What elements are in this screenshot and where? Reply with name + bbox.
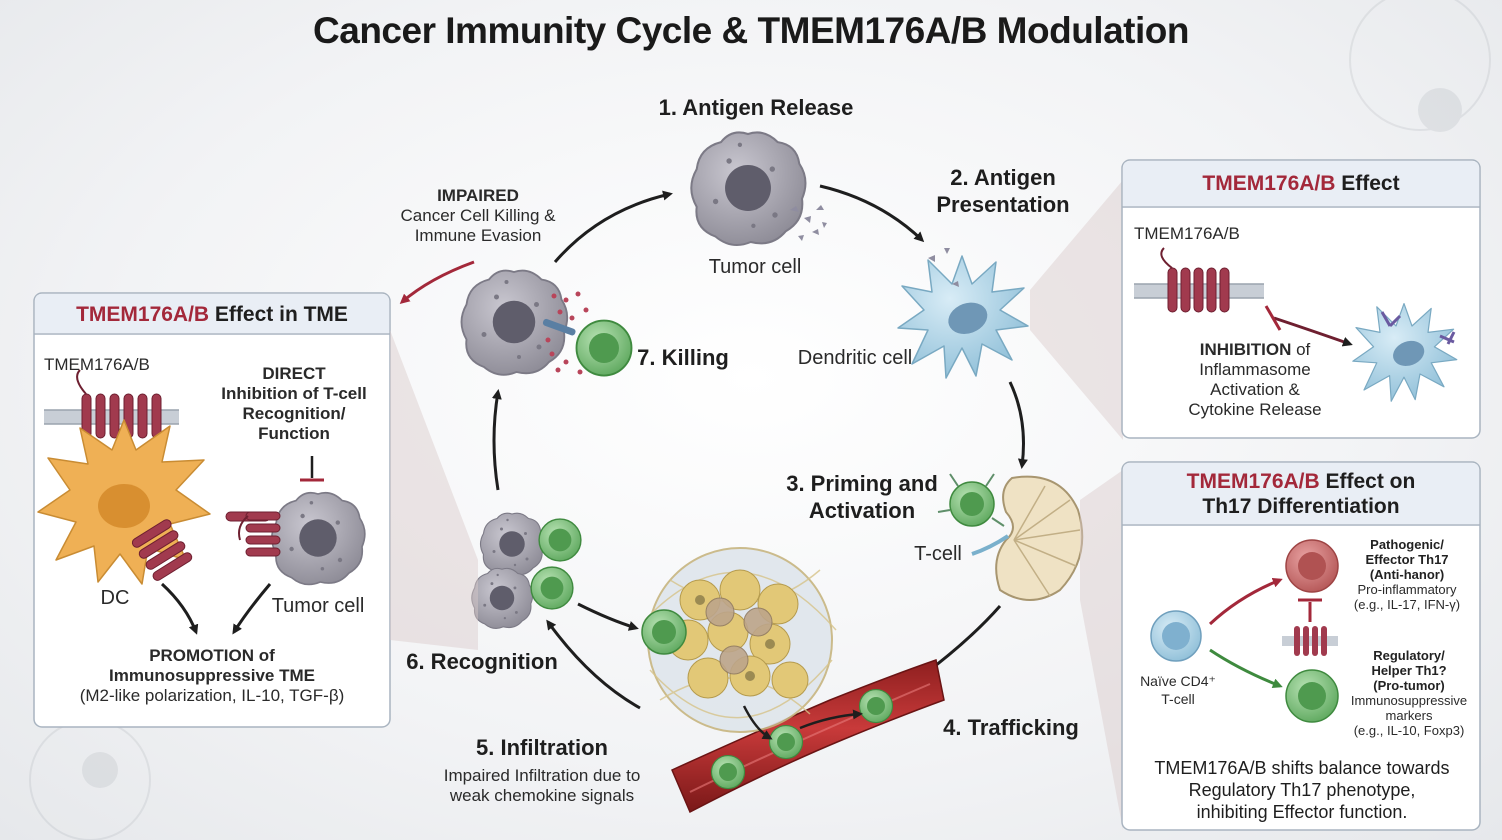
step-2-line1: 2. Antigen: [950, 165, 1056, 190]
impaired-line2: Cancer Cell Killing &: [400, 206, 556, 225]
t-cell-killing: [575, 319, 633, 377]
summary-line2: Regulatory Th17 phenotype,: [1188, 780, 1416, 800]
step-6-label: 6. Recognition: [406, 649, 558, 674]
direct-line1: DIRECT: [262, 364, 326, 383]
tme-panel-title-rest: Effect in TME: [209, 303, 348, 326]
tme-panel-title: TMEM176A/B Effect in TME: [34, 302, 390, 327]
naive-line2: T-cell: [1161, 691, 1195, 707]
tme-tmem-label: TMEM176A/B: [44, 355, 150, 374]
th17-panel-title: TMEM176A/B Effect on Th17 Differentiatio…: [1122, 469, 1480, 519]
tme-tumor-cell: [270, 491, 366, 586]
promotion-line2: Immunosuppressive TME: [109, 666, 315, 685]
step-7-label: 7. Killing: [637, 345, 729, 370]
direct-line3: Recognition/: [242, 404, 346, 423]
effector-th17-cell: [1285, 539, 1339, 593]
summary-line1: TMEM176A/B shifts balance towards: [1154, 758, 1450, 778]
effect-tmem-label: TMEM176A/B: [1134, 224, 1240, 243]
promotion-line1: PROMOTION of: [149, 646, 275, 665]
tumor-mass: [644, 547, 837, 733]
step-2-label: 2. Antigen Presentation: [908, 164, 1098, 218]
inhibition-note: INHIBITION of Inflammasome Activation & …: [1160, 340, 1350, 420]
tme-tumor-label: Tumor cell: [271, 595, 365, 617]
pathogenic-th17-note: Pathogenic/ Effector Th17 (Anti-hanor) P…: [1338, 537, 1476, 612]
direct-line2: Inhibition of T-cell: [221, 384, 367, 403]
tumor-cell-label: Tumor cell: [708, 256, 802, 278]
inhibition-rest: of: [1291, 340, 1311, 359]
pathogenic-line2: Effector Th17: [1365, 552, 1449, 567]
pathogenic-line5: (e.g., IL-17, IFN-γ): [1353, 597, 1461, 612]
regulatory-line3: (Pro-tumor): [1373, 678, 1445, 693]
step-3-line1: 3. Priming and: [786, 471, 938, 496]
effect-panel-title: TMEM176A/B Effect: [1122, 171, 1480, 196]
impaired-killing-note: IMPAIRED Cancer Cell Killing & Immune Ev…: [378, 186, 578, 246]
regulatory-line6: (e.g., IL-10, Foxp3): [1353, 723, 1465, 738]
regulatory-line1: Regulatory/: [1373, 648, 1445, 663]
regulatory-line4: Immunosuppressive: [1350, 693, 1468, 708]
inhibition-line4: Cytokine Release: [1188, 400, 1322, 419]
th17-summary: TMEM176A/B shifts balance towards Regula…: [1124, 757, 1480, 823]
step-5-label: 5. Infiltration: [476, 735, 608, 760]
dc-label: DC: [100, 587, 130, 609]
regulatory-line2: Helper Th1?: [1371, 663, 1447, 678]
step-4-label: 4. Trafficking: [943, 715, 1079, 740]
direct-inhibition-note: DIRECT Inhibition of T-cell Recognition/…: [200, 364, 388, 444]
th17-panel-title-line2: Th17 Differentiation: [1202, 495, 1400, 518]
dendritic-cell-label: Dendritic cell: [797, 347, 913, 369]
promotion-line3: (M2-like polarization, IL-10, TGF-β): [79, 686, 345, 705]
step-3-line2: Activation: [808, 498, 916, 523]
promotion-note: PROMOTION of Immunosuppressive TME (M2-l…: [40, 646, 384, 706]
naive-t-cell: [1150, 610, 1202, 662]
pathogenic-line4: Pro-inflammatory: [1357, 582, 1457, 597]
naive-t-cell-label: Naïve CD4⁺ T-cell: [1128, 672, 1228, 708]
lymph-node: [971, 475, 1084, 601]
infiltration-note-line2: weak chemokine signals: [449, 786, 635, 805]
infiltration-note: Impaired Infiltration due to weak chemok…: [412, 766, 672, 806]
impaired-line3: Immune Evasion: [414, 226, 542, 245]
step-3-label: 3. Priming and Activation: [772, 470, 952, 524]
infiltration-note-line1: Impaired Infiltration due to: [443, 766, 641, 785]
t-cell-priming: [937, 473, 1005, 527]
pathogenic-line3: (Anti-hanor): [1369, 567, 1445, 582]
inhibition-line3: Activation &: [1210, 380, 1300, 399]
pathogenic-line1: Pathogenic/: [1370, 537, 1444, 552]
regulatory-th17-note: Regulatory/ Helper Th1? (Pro-tumor) Immu…: [1338, 648, 1480, 738]
effect-dendritic-cell: [1352, 302, 1458, 402]
step-1-label: 1. Antigen Release: [658, 95, 854, 120]
regulatory-th17-cell: [1285, 669, 1339, 723]
th17-panel-title-highlight: TMEM176A/B: [1186, 470, 1320, 493]
regulatory-line5: markers: [1385, 708, 1433, 723]
naive-line1: Naïve CD4⁺: [1140, 673, 1216, 689]
effect-panel-title-highlight: TMEM176A/B: [1202, 172, 1336, 195]
direct-line4: Function: [258, 424, 330, 443]
th17-panel-title-rest: Effect on: [1319, 470, 1416, 493]
inhibition-line2: Inflammasome: [1199, 360, 1311, 379]
page-title: Cancer Immunity Cycle & TMEM176A/B Modul…: [313, 10, 1189, 51]
step-2-line2: Presentation: [936, 192, 1070, 217]
tumor-cell-antigen-release: [690, 131, 807, 247]
tme-panel-title-highlight: TMEM176A/B: [76, 303, 210, 326]
inhibition-bold: INHIBITION: [1199, 340, 1292, 359]
dendritic-cell: [897, 255, 1029, 379]
tme-panel: [33, 292, 391, 728]
summary-line3: inhibiting Effector function.: [1196, 802, 1408, 822]
effect-panel-title-rest: Effect: [1335, 172, 1400, 195]
impaired-line1: IMPAIRED: [437, 186, 519, 205]
t-cell-label: T-cell: [914, 543, 962, 565]
